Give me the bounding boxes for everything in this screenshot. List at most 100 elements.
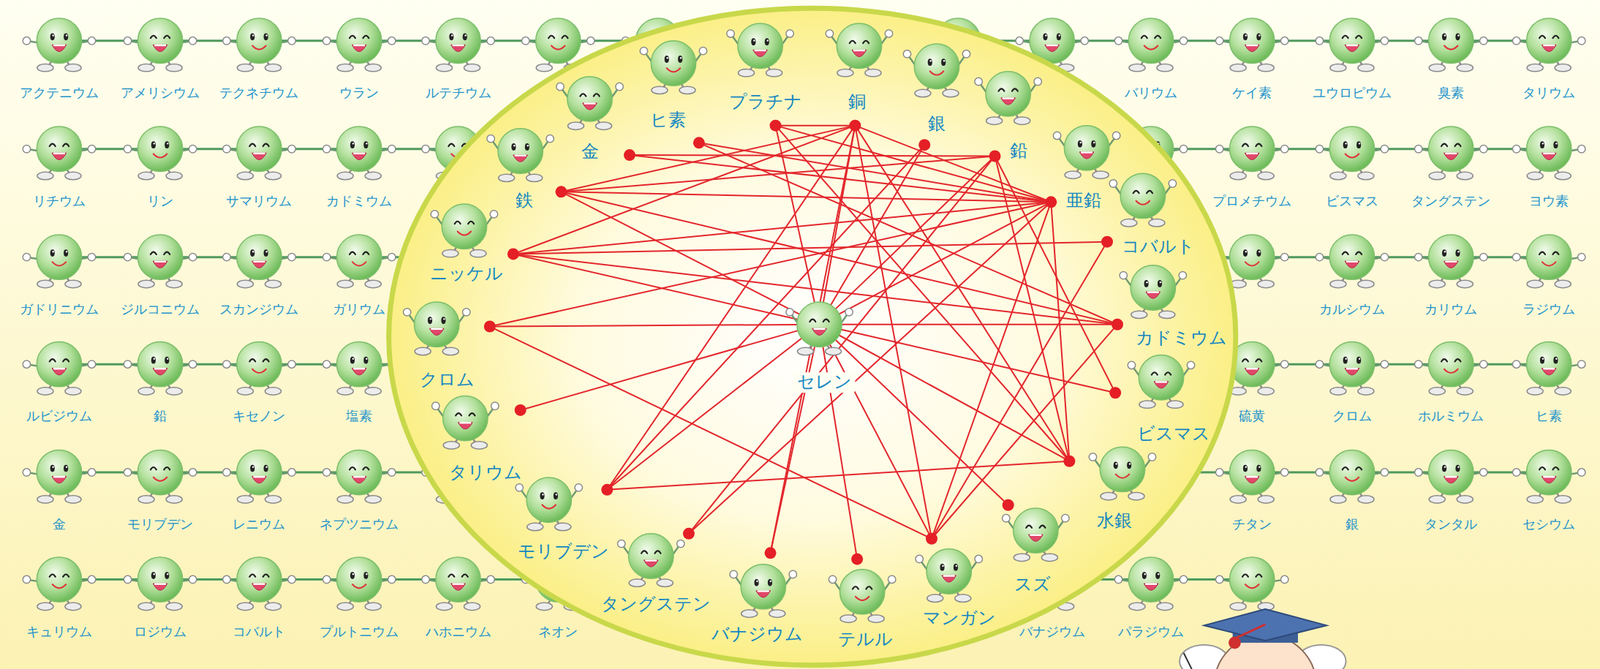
element-mascot — [50, 249, 55, 257]
element-mascot — [1093, 141, 1095, 144]
element-mascot — [365, 142, 368, 145]
element-mascot — [1457, 250, 1459, 253]
element-mascot — [729, 570, 738, 578]
element-mascot — [1245, 584, 1259, 588]
element-mascot — [421, 18, 495, 72]
element-mascot — [1414, 18, 1488, 72]
element-mascot — [865, 68, 882, 77]
element-mascot — [824, 347, 841, 355]
element-mascot — [65, 250, 68, 253]
element-mascot — [1315, 234, 1388, 289]
element-mascot — [288, 360, 296, 368]
element-node: バナジウム — [711, 624, 803, 645]
element-mascot — [65, 495, 82, 504]
professor-figure — [1179, 609, 1346, 669]
element-mascot — [263, 249, 269, 257]
element-mascot — [1480, 360, 1488, 368]
element-mascot — [349, 252, 356, 255]
element-mascot — [756, 580, 758, 583]
element-mascot — [253, 583, 265, 586]
element-mascot — [1526, 280, 1543, 288]
element-mascot — [188, 37, 196, 45]
center-mascot — [786, 302, 853, 356]
element-mascot — [1229, 602, 1247, 610]
element-name: ロジウム — [133, 624, 187, 640]
element-mascot — [1442, 465, 1447, 473]
element-mascot — [1344, 261, 1360, 268]
element-mascot — [362, 467, 369, 470]
element-mascot — [1014, 117, 1031, 125]
element-mascot — [236, 126, 282, 172]
element-mascot — [1215, 449, 1288, 504]
element-mascot — [1455, 32, 1460, 41]
element-mascot — [137, 557, 183, 602]
element-mascot — [786, 302, 853, 356]
element-name: ビスマス — [1325, 193, 1379, 209]
element-mascot — [37, 387, 54, 395]
element-mascot — [851, 49, 867, 57]
element-mascot — [265, 34, 267, 36]
element-mascot — [137, 449, 183, 495]
element-mascot — [487, 128, 554, 183]
element-mascot — [1138, 355, 1184, 400]
element-mascot — [236, 18, 282, 63]
element-mascot — [1315, 468, 1323, 477]
element-mascot — [1357, 495, 1375, 504]
element-mascot — [464, 63, 481, 71]
element-mascot — [1088, 446, 1156, 501]
element-mascot — [51, 250, 54, 253]
element-mascot — [1112, 131, 1120, 139]
element-mascot — [236, 449, 282, 495]
element-mascot — [1428, 495, 1445, 504]
element-mascot — [163, 35, 170, 39]
element-node: ビスマス — [1137, 424, 1211, 446]
element-mascot — [1552, 35, 1559, 39]
element-mascot — [527, 522, 544, 531]
junction-dots — [484, 119, 1124, 566]
element-mascot — [22, 145, 30, 153]
element-mascot — [579, 93, 586, 96]
element-mascot — [1542, 44, 1555, 47]
element-mascot — [288, 37, 296, 45]
element-name: タンタル — [1424, 517, 1478, 532]
element-mascot — [1153, 381, 1169, 389]
element-mascot — [1540, 356, 1545, 365]
connector-line — [931, 324, 1118, 539]
element-mascot — [797, 302, 842, 347]
element-mascot — [1526, 18, 1572, 63]
element-mascot — [223, 253, 231, 261]
element-mascot — [1554, 280, 1571, 288]
element-mascot — [223, 575, 231, 583]
element-name: ケイ素 — [1232, 85, 1272, 101]
element-mascot — [1428, 18, 1474, 63]
element-node: 銀 — [927, 114, 946, 135]
element-mascot — [351, 44, 367, 52]
element-mascot — [1552, 467, 1559, 470]
element-mascot — [753, 579, 759, 587]
element-mascot — [51, 34, 54, 36]
element-mascot — [699, 46, 707, 55]
element-mascot — [188, 575, 196, 583]
element-mascot — [556, 76, 624, 131]
connector-line — [837, 334, 1070, 462]
element-name: サマリウム — [225, 193, 292, 209]
element-mascot — [1257, 387, 1274, 395]
element-mascot — [154, 44, 166, 47]
element-mascot — [63, 465, 69, 473]
element-mascot — [263, 574, 270, 577]
element-mascot — [363, 571, 368, 580]
element-mascot — [1256, 249, 1261, 257]
element-mascot — [464, 602, 481, 610]
element-mascot — [828, 575, 836, 583]
element-mascot — [1444, 46, 1458, 50]
element-mascot — [448, 574, 455, 577]
element-mascot — [452, 583, 465, 586]
element-mascot — [1346, 44, 1358, 47]
element-mascot — [252, 476, 267, 484]
element-mascot — [322, 575, 330, 583]
element-mascot — [1244, 476, 1260, 484]
element-mascot — [837, 68, 854, 77]
element-mascot — [1428, 341, 1474, 387]
element-mascot — [153, 142, 156, 145]
